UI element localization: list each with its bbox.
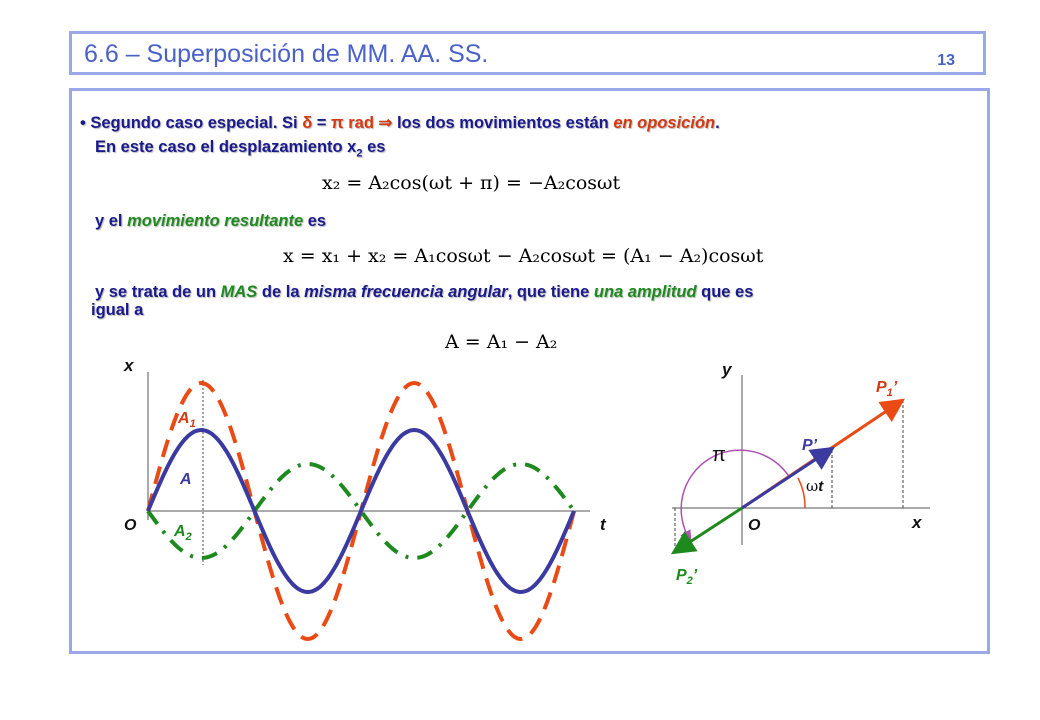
phasor-origin-label: O [748,517,761,534]
text-de-la: de la [257,283,305,301]
text-es-2: es [303,212,327,230]
text-y-el: y el [95,212,128,230]
text-line-4: y se trata de un MAS de la misma frecuen… [95,283,753,302]
text-misma-frecuencia: misma frecuencia angular [304,283,508,301]
text-segundo-caso: Segundo caso especial. Si [90,114,303,132]
text-line-3: y el movimiento resultante es [95,212,326,231]
wave-resultant [146,427,576,595]
label-P: P’ [802,437,818,454]
waves-x-label: t [600,515,607,534]
label-A1: A1 [177,410,196,430]
text-movimiento-resultante: movimiento resultante [127,212,304,230]
bullet: • [80,114,86,132]
equation-1: x₂ = A₂cos(ωt + π) = −A₂cosωt [322,172,621,194]
text-line-2: En este caso el desplazamiento x2 es [95,138,385,159]
text-los-dos: los dos movimientos están [396,114,614,132]
text-una-amplitud: una amplitud [593,283,697,301]
label-angle-wt: ωt [806,477,824,495]
text-que-tiene: , que tiene [507,283,594,301]
text-mas: MAS [220,283,258,301]
angle-wt-arc [797,477,806,509]
wave-x2 [146,461,576,561]
text-equals: = [312,114,332,132]
text-y-se-trata: y se trata de un [95,283,221,301]
title-box: 6.6 – Superposición de MM. AA. SS. 13 [69,31,986,75]
angle-pi-arc [680,449,791,543]
delta-symbol: δ [302,114,313,132]
pi-symbol: π [331,114,344,132]
label-angle-pi: π [712,444,726,466]
text-line-5: igual a [91,301,144,319]
phasor-P2 [670,506,743,555]
text-en-oposicion: en oposición [613,114,716,132]
label-A: A [179,471,192,488]
label-P1: P1’ [876,379,898,399]
slide-number: 13 [937,52,955,69]
label-A2: A2 [173,523,192,543]
equation-2: x = x₁ + x₂ = A₁cosωt − A₂cosωt = (A₁ − … [283,245,764,267]
phasor-P [741,446,836,510]
waves-origin-label: O [124,517,137,534]
phasor-x-label: x [911,513,923,532]
equation-3: A = A₁ − A₂ [445,331,558,353]
text-rad: rad [343,114,379,132]
content-box [69,88,990,654]
slide-title: 6.6 – Superposición de MM. AA. SS. [84,40,489,68]
implies-icon: ⇒ [378,114,397,132]
text-line-1: • Segundo caso especial. Si δ = π rad ⇒ … [80,113,720,133]
text-es: es [362,138,386,156]
phasor-y-label: y [721,360,733,379]
x2-subscript: 2 [356,147,363,160]
text-en-este-caso: En este caso el desplazamiento x [95,138,357,156]
label-P2: P2’ [676,567,698,587]
waves-y-label: x [123,356,135,375]
text-que-es: que es [696,283,754,301]
text-period: . [715,114,720,132]
